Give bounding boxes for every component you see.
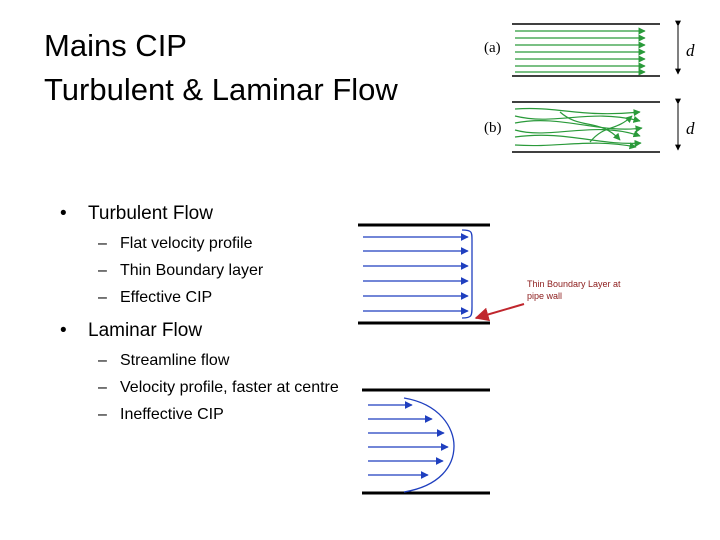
label-d-b: d: [686, 119, 695, 138]
subitem: – Streamline flow: [98, 352, 230, 369]
bullet-label: Turbulent Flow: [88, 203, 213, 224]
title-line-2: Turbulent & Laminar Flow: [44, 72, 398, 107]
laminar-profile-diagram: [362, 388, 490, 495]
subitem: – Effective CIP: [98, 289, 213, 306]
bullet-laminar-flow: • Laminar Flow: [60, 317, 340, 345]
bullet-list: • Turbulent Flow – Flat velocity profile…: [60, 200, 340, 426]
bullet-turbulent-flow: • Turbulent Flow: [60, 200, 340, 228]
subitem: – Ineffective CIP: [98, 406, 224, 423]
bullet-dot: •: [60, 203, 67, 224]
panel-b-streamlines: [512, 98, 681, 153]
turbulent-profile-diagram: [358, 223, 525, 325]
label-d-a: d: [686, 41, 695, 60]
title-line-1: Mains CIP: [44, 28, 187, 63]
label-b: (b): [484, 120, 502, 136]
bullet-label: Laminar Flow: [88, 320, 203, 341]
bullet-dot: •: [60, 320, 67, 341]
subitem: – Velocity profile, faster at centre: [98, 379, 339, 396]
subitem: – Thin Boundary layer: [98, 262, 264, 279]
boundary-layer-annotation: Thin Boundary Layer at pipe wall: [527, 279, 621, 301]
panel-a-streamlines: [512, 20, 681, 77]
subitem: – Flat velocity profile: [98, 235, 253, 252]
label-a: (a): [484, 40, 501, 56]
